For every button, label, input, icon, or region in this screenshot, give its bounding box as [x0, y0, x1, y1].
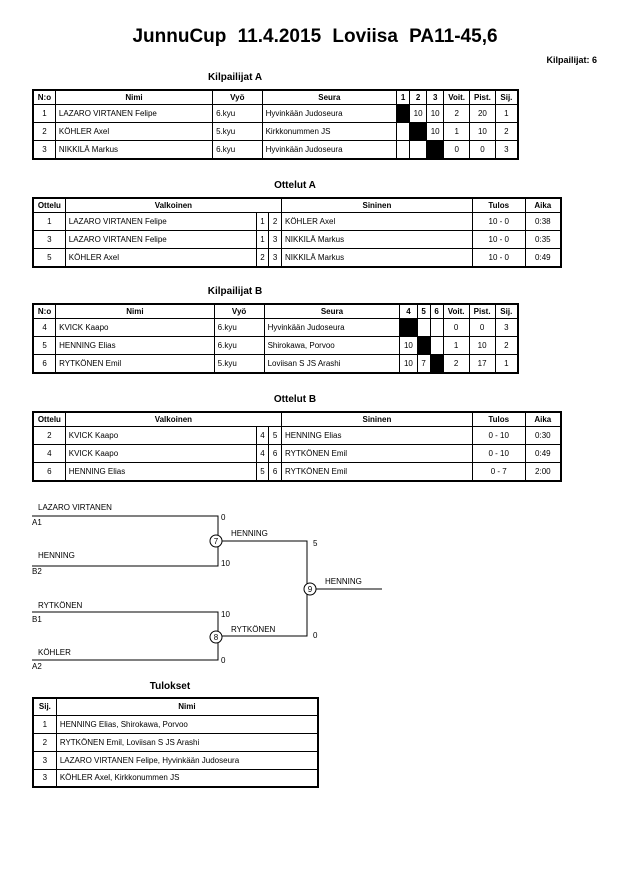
bracket-sf2-top-name: RYTKÖNEN	[38, 601, 83, 610]
table-row: 3 KÖHLER Axel, Kirkkonummen JS	[32, 768, 319, 788]
cell-time: 0:49	[524, 248, 562, 267]
bracket-line-sf2-out	[218, 589, 308, 637]
pool-b-table: N:o Nimi Vyö Seura 4 5 6 Voit. Pist. Sij…	[32, 303, 519, 374]
bracket-sf1-top-score: 0	[221, 513, 226, 522]
matches-b-header-row: Ottelu Valkoinen Sininen Tulos Aika	[32, 411, 562, 427]
cell-time: 2:00	[524, 462, 562, 481]
col-place: Sij.	[32, 697, 57, 716]
matches-a-header-row: Ottelu Valkoinen Sininen Tulos Aika	[32, 197, 562, 213]
bracket-sf2-bottom-name: KÖHLER	[38, 648, 71, 657]
cell-self	[399, 318, 418, 337]
table-row: 4 KVICK Kaapo 6.kyu Hyvinkään Judoseura …	[32, 318, 519, 337]
cell-score: 10	[399, 354, 418, 373]
cell-match: 6	[32, 462, 66, 481]
bracket-sf2-bottom-seed: A2	[32, 662, 42, 671]
cell-blue: NIKKILÄ Markus	[280, 248, 473, 267]
table-row: 6 RYTKÖNEN Emil 5.kyu Loviisan S JS Aras…	[32, 354, 519, 373]
bracket-match-9-label: 9	[307, 585, 313, 594]
cell-place: 3	[32, 768, 57, 788]
cell-points: 20	[469, 104, 496, 123]
matches-b-title: Ottelut B	[273, 394, 317, 405]
col-name: Nimi	[55, 697, 319, 716]
cell-wins: 0	[442, 318, 470, 337]
bracket-sf1-bottom-name: HENNING	[38, 551, 75, 560]
results-title: Tulokset	[149, 681, 191, 692]
cell-self	[426, 140, 445, 159]
table-row: 1 HENNING Elias, Shirokawa, Porvoo	[32, 714, 319, 734]
cell-points: 0	[469, 140, 496, 159]
cell-white: KÖHLER Axel	[64, 248, 257, 267]
cell-name: LAZARO VIRTANEN Felipe, Hyvinkään Judose…	[55, 750, 319, 770]
table-row: 1 LAZARO VIRTANEN Felipe 1 2 KÖHLER Axel…	[32, 212, 562, 231]
cell-place: 3	[494, 140, 519, 159]
cell-club: Loviisan S JS Arashi	[263, 354, 401, 373]
cell-name: KÖHLER Axel, Kirkkonummen JS	[55, 768, 319, 788]
table-row: 3 LAZARO VIRTANEN Felipe, Hyvinkään Judo…	[32, 750, 319, 770]
table-row: 2 RYTKÖNEN Emil, Loviisan S JS Arashi	[32, 732, 319, 752]
results-header-row: Sij. Nimi	[32, 697, 319, 716]
cell-belt: 5.kyu	[213, 354, 265, 373]
cell-place: 1	[494, 354, 519, 373]
table-row: 2 KÖHLER Axel 5.kyu Kirkkonummen JS 10 1…	[32, 122, 519, 141]
match-8-circle	[209, 630, 223, 644]
cell-points: 17	[468, 354, 496, 373]
cell-self	[416, 336, 431, 355]
cell-match: 5	[32, 248, 66, 267]
bracket-sf1-top-seed: A1	[32, 518, 42, 527]
pool-a-table: N:o Nimi Vyö Seura 1 2 3 Voit. Pist. Sij…	[32, 89, 519, 160]
cell-name: RYTKÖNEN Emil, Loviisan S JS Arashi	[55, 732, 319, 752]
table-row: 6 HENNING Elias 5 6 RYTKÖNEN Emil 0 - 7 …	[32, 462, 562, 481]
cell-name: HENNING Elias, Shirokawa, Porvoo	[55, 714, 319, 734]
cell-no: 3	[32, 140, 56, 159]
bracket-sf1-winner: HENNING	[231, 529, 268, 538]
results-table: Sij. Nimi 1 HENNING Elias, Shirokawa, Po…	[32, 697, 319, 788]
cell-self	[429, 354, 444, 373]
cell-self	[396, 104, 411, 123]
bracket-line-sf1-out	[218, 540, 308, 589]
bracket-sf1-bottom-seed: B2	[32, 567, 42, 576]
match-7-circle	[209, 534, 223, 548]
bracket-match-7-label: 7	[213, 537, 219, 546]
competitors-count: Kilpailijat: 6	[546, 55, 597, 65]
bracket-sf2-bottom-score: 0	[221, 656, 226, 665]
cell-wins: 0	[443, 140, 471, 159]
bracket-match-8-label: 8	[213, 633, 219, 642]
cell-blue: RYTKÖNEN Emil	[280, 462, 473, 481]
col-points: Pist.	[468, 303, 496, 319]
cell-name: NIKKILÄ Markus	[54, 140, 214, 159]
match-9-circle	[303, 582, 317, 596]
page-title: JunnuCup 11.4.2015 Loviisa PA11-45,6	[132, 26, 498, 47]
cell-place: 3	[32, 750, 57, 770]
bracket-sf2-top-seed: B1	[32, 615, 42, 624]
pool-a-title: Kilpailijat A	[207, 72, 263, 83]
bracket-sf1-bottom-score: 10	[221, 559, 230, 568]
cell-white: HENNING Elias	[64, 462, 257, 481]
cell-wins: 2	[442, 354, 470, 373]
bracket-sf2-winner: RYTKÖNEN	[231, 625, 276, 634]
table-row: 5 KÖHLER Axel 2 3 NIKKILÄ Markus 10 - 0 …	[32, 248, 562, 267]
matches-b-table: Ottelu Valkoinen Sininen Tulos Aika 2 KV…	[32, 411, 562, 482]
cell-place: 2	[32, 732, 57, 752]
bracket-sf2-winner-score: 0	[313, 631, 318, 640]
table-row: 3 NIKKILÄ Markus 6.kyu Hyvinkään Judoseu…	[32, 140, 519, 159]
bracket-sf1-top-name: LAZARO VIRTANEN	[38, 503, 112, 512]
cell-club: Hyvinkään Judoseura	[261, 140, 398, 159]
bracket-sf1-winner-score: 5	[313, 539, 318, 548]
pool-b-title: Kilpailijat B	[207, 286, 263, 297]
cell-place: 1	[32, 714, 57, 734]
bracket-sf2-top-score: 10	[221, 610, 230, 619]
bracket-final-winner: HENNING	[325, 577, 362, 586]
matches-a-title: Ottelut A	[274, 180, 316, 191]
matches-a-table: Ottelu Valkoinen Sininen Tulos Aika 1 LA…	[32, 197, 562, 268]
col-wins: Voit.	[443, 89, 471, 105]
